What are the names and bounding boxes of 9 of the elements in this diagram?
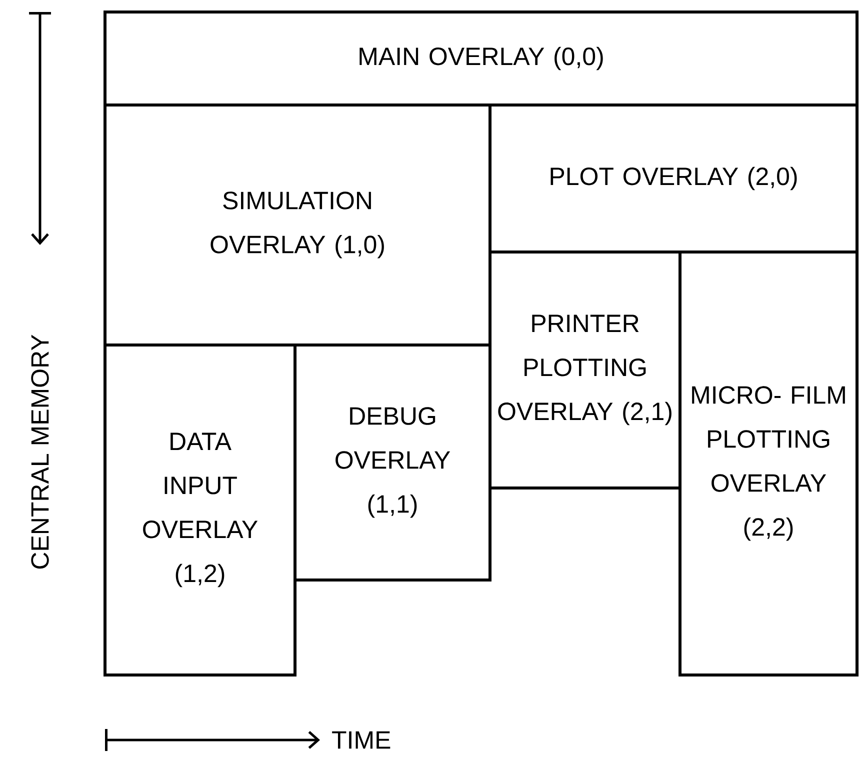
overlay-box: DATA INPUT OVERLAY (1,2): [104, 344, 296, 676]
overlay-box: MAIN OVERLAY (0,0): [104, 10, 858, 106]
overlay-box: DEBUG OVERLAY (1,1): [294, 344, 492, 582]
axis-label: TIME: [332, 731, 390, 749]
axis-label: CENTRAL MEMORY: [31, 334, 49, 569]
overlay-box: PLOT OVERLAY (2,0): [488, 104, 858, 254]
overlay-box: PRINTER PLOTTING OVERLAY (2,1): [488, 250, 682, 490]
overlay-box: MICRO- FILM PLOTTING OVERLAY (2,2): [678, 250, 858, 676]
overlay-box: SIMULATION OVERLAY (1,0): [104, 104, 492, 346]
